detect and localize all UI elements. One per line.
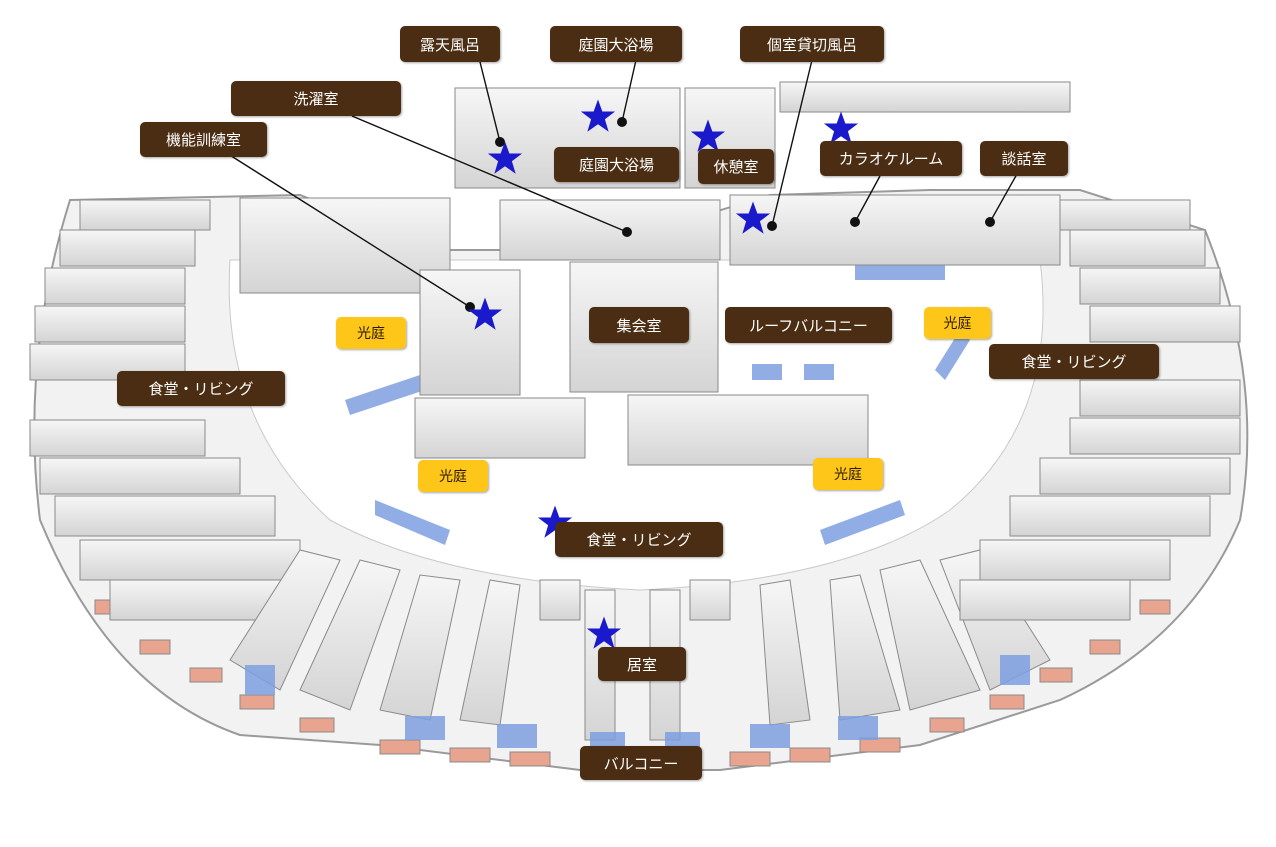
- star-icon: [467, 297, 503, 330]
- label-light-court-1: 光庭: [336, 317, 406, 349]
- label-private-bath: 個室貸切風呂: [740, 26, 884, 62]
- star-icon: [487, 141, 523, 174]
- star-icon: [735, 201, 771, 234]
- label-meeting-room: 集会室: [589, 307, 689, 343]
- label-light-court-4: 光庭: [813, 458, 883, 490]
- label-garden-bath: 庭園大浴場: [554, 147, 679, 182]
- star-icon: [823, 111, 859, 144]
- label-lounge: 休憩室: [698, 149, 774, 184]
- label-dining-center: 食堂・リビング: [555, 522, 723, 557]
- label-conversation-room: 談話室: [980, 141, 1068, 176]
- label-open-air-bath: 露天風呂: [400, 26, 500, 62]
- label-dining-left: 食堂・リビング: [117, 371, 285, 406]
- label-training-room: 機能訓練室: [140, 122, 267, 157]
- label-karaoke: カラオケルーム: [820, 141, 962, 176]
- label-roof-balcony: ルーフバルコニー: [725, 307, 892, 343]
- star-icon: [537, 505, 573, 538]
- label-garden-bath-top: 庭園大浴場: [550, 26, 682, 62]
- label-light-court-3: 光庭: [418, 460, 488, 492]
- star-icon: [586, 616, 622, 649]
- dot-icon: [465, 117, 995, 312]
- label-balcony: バルコニー: [580, 746, 702, 780]
- label-dining-right: 食堂・リビング: [989, 344, 1159, 379]
- label-light-court-2: 光庭: [924, 307, 991, 339]
- label-room: 居室: [598, 647, 686, 681]
- star-icon: [580, 99, 616, 132]
- star-icon: [690, 119, 726, 152]
- leader-lines: [205, 59, 1018, 308]
- label-laundry: 洗濯室: [231, 81, 401, 116]
- resident-rooms: [29, 199, 1241, 741]
- balcony-rail: [94, 599, 1171, 767]
